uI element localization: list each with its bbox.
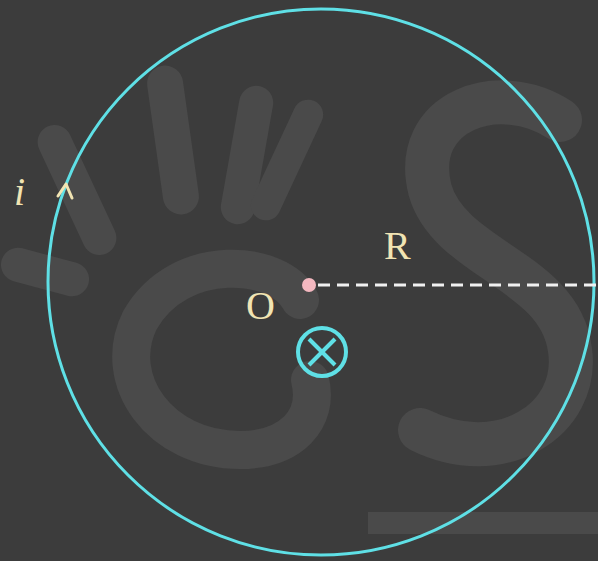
current-loop <box>48 9 594 555</box>
radius-line <box>318 284 596 287</box>
radius-label: R <box>384 226 411 266</box>
current-label: i <box>14 172 25 212</box>
center-label: O <box>246 286 275 326</box>
center-dot <box>302 278 316 292</box>
current-arrow <box>58 184 72 198</box>
field-into-page-symbol <box>298 328 346 376</box>
watermark-logo <box>0 63 598 534</box>
